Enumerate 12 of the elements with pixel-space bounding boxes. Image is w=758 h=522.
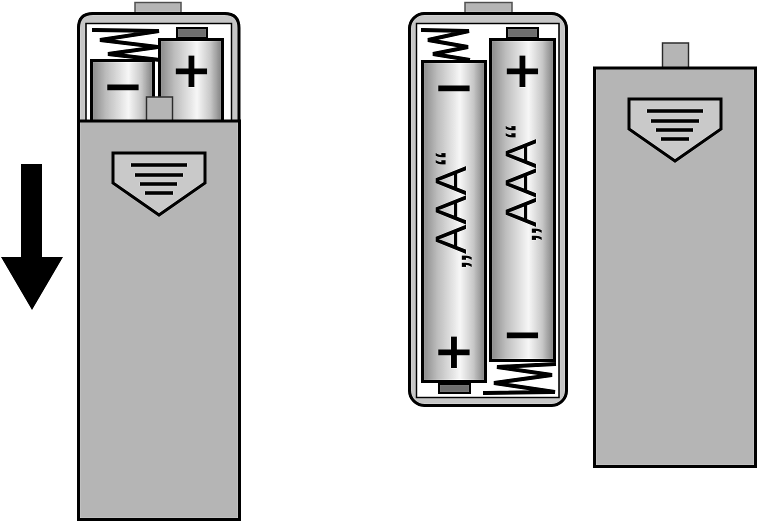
battery <box>158 38 224 121</box>
battery-label: „AAA“ <box>500 124 544 242</box>
polarity-sign: + <box>170 53 212 87</box>
battery <box>421 60 487 383</box>
polarity-sign: − <box>433 70 475 104</box>
polarity-sign: − <box>102 69 144 103</box>
polarity-sign: + <box>502 53 544 87</box>
battery <box>90 59 155 121</box>
battery-label: „AAA“ <box>430 151 474 269</box>
battery <box>489 38 556 362</box>
polarity-sign: − <box>502 317 544 351</box>
polarity-sign: + <box>433 334 475 368</box>
